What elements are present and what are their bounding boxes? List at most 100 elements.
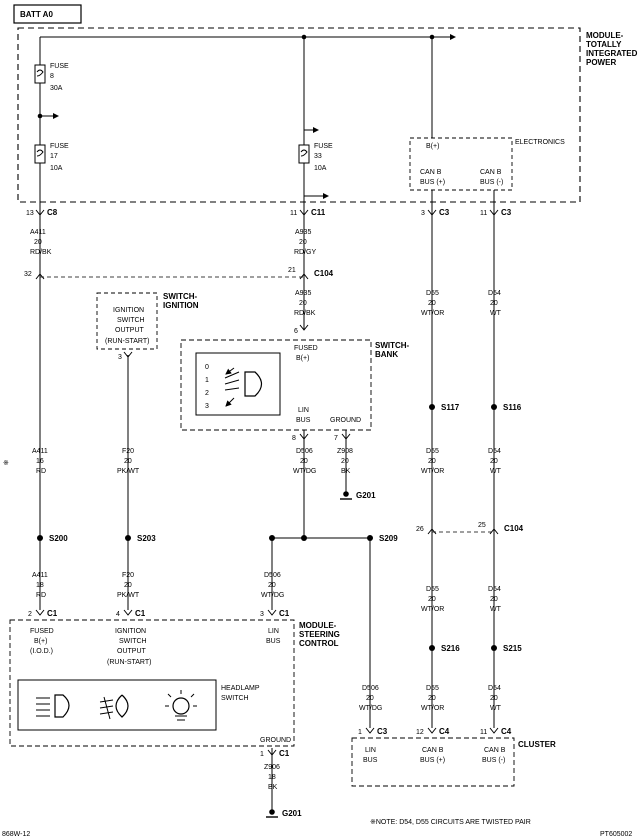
svg-text:BUS (+): BUS (+) bbox=[420, 179, 445, 186]
svg-text:20: 20 bbox=[490, 695, 498, 702]
svg-text:D55: D55 bbox=[426, 685, 439, 692]
svg-text:RD: RD bbox=[36, 592, 46, 599]
svg-text:20: 20 bbox=[490, 596, 498, 603]
svg-text:F20: F20 bbox=[122, 572, 134, 579]
splice-s200: S200 bbox=[37, 534, 68, 543]
svg-text:C4: C4 bbox=[501, 727, 512, 736]
splice-s203: S203 bbox=[125, 534, 156, 543]
svg-text:SWITCH: SWITCH bbox=[117, 317, 145, 324]
cluster-module: CLUSTER LIN BUS CAN B BUS (+) CAN B BUS … bbox=[351, 737, 556, 787]
svg-text:WT: WT bbox=[490, 606, 502, 613]
svg-text:C1: C1 bbox=[279, 609, 290, 618]
ground-g201-lower: G201 bbox=[266, 809, 302, 818]
svg-text:STEERING: STEERING bbox=[299, 630, 340, 639]
svg-text:BK: BK bbox=[341, 468, 351, 475]
svg-text:A411: A411 bbox=[32, 448, 48, 455]
svg-text:WT: WT bbox=[490, 310, 502, 317]
svg-text:20: 20 bbox=[300, 458, 308, 465]
svg-text:B(+): B(+) bbox=[34, 638, 47, 645]
svg-text:ELECTRONICS: ELECTRONICS bbox=[515, 139, 565, 146]
svg-text:20: 20 bbox=[299, 239, 307, 246]
svg-text:BUS (+): BUS (+) bbox=[420, 757, 445, 764]
svg-text:20: 20 bbox=[428, 300, 436, 307]
svg-text:(I.O.D.): (I.O.D.) bbox=[30, 648, 53, 655]
connector-c3-cluster: 1 C3 bbox=[358, 727, 388, 736]
svg-text:20: 20 bbox=[428, 458, 436, 465]
svg-text:WT/OR: WT/OR bbox=[421, 705, 444, 712]
connector-c1-1: 1 C1 bbox=[260, 749, 290, 758]
svg-text:S116: S116 bbox=[503, 403, 522, 412]
svg-text:IGNITION: IGNITION bbox=[163, 301, 199, 310]
svg-text:17: 17 bbox=[50, 153, 58, 160]
svg-text:WT: WT bbox=[490, 468, 502, 475]
svg-text:WT: WT bbox=[490, 705, 502, 712]
switch-bank: 6 SWITCH- BANK FUSED B(+) 0 1 2 3 LIN BU… bbox=[180, 324, 410, 442]
svg-text:BANK: BANK bbox=[375, 350, 398, 359]
ground-g201-upper: G201 bbox=[340, 491, 376, 500]
svg-text:IGNITION: IGNITION bbox=[115, 628, 146, 635]
wire-d506-cluster: D506 20 WT/DG bbox=[359, 685, 382, 712]
svg-text:26: 26 bbox=[416, 526, 424, 533]
wire-a935-top: A935 20 RD/GY bbox=[294, 229, 317, 256]
svg-text:4: 4 bbox=[116, 611, 120, 618]
diagram-code-right: PT605002 bbox=[600, 831, 632, 838]
svg-text:LIN: LIN bbox=[298, 407, 309, 414]
batt-a0-box: BATT A0 bbox=[13, 4, 82, 24]
svg-text:20: 20 bbox=[428, 596, 436, 603]
connector-c1-3: 3 C1 bbox=[260, 609, 290, 618]
fuse-33: FUSE 33 10A bbox=[298, 143, 333, 172]
svg-text:13: 13 bbox=[26, 210, 34, 217]
svg-text:20: 20 bbox=[366, 695, 374, 702]
svg-text:BUS: BUS bbox=[296, 417, 311, 424]
twisted-pair-note: ※NOTE: D54, D55 CIRCUITS ARE TWISTED PAI… bbox=[370, 819, 531, 826]
splice-s117: S117 bbox=[429, 403, 460, 412]
svg-text:20: 20 bbox=[490, 300, 498, 307]
svg-text:D54: D54 bbox=[488, 448, 501, 455]
svg-text:3: 3 bbox=[421, 210, 425, 217]
svg-text:WT/DG: WT/DG bbox=[293, 468, 316, 475]
svg-text:LIN: LIN bbox=[268, 628, 279, 635]
svg-text:MODULE-: MODULE- bbox=[299, 621, 337, 630]
svg-text:CAN B: CAN B bbox=[484, 747, 506, 754]
svg-text:S117: S117 bbox=[441, 403, 460, 412]
bus-junction bbox=[37, 113, 43, 119]
svg-text:20: 20 bbox=[268, 582, 276, 589]
svg-text:D55: D55 bbox=[426, 290, 439, 297]
svg-text:20: 20 bbox=[428, 695, 436, 702]
svg-text:FUSE: FUSE bbox=[314, 143, 333, 150]
svg-text:IGNITION: IGNITION bbox=[113, 307, 144, 314]
svg-text:D54: D54 bbox=[488, 586, 501, 593]
svg-text:HEADLAMP: HEADLAMP bbox=[221, 685, 260, 692]
svg-text:GROUND: GROUND bbox=[260, 737, 291, 744]
tipm-bus bbox=[39, 34, 456, 205]
svg-text:CONTROL: CONTROL bbox=[299, 639, 339, 648]
twisted-pair-mark: ※ bbox=[3, 460, 9, 467]
wire-f20-mid: F20 20 PK/WT bbox=[117, 448, 140, 475]
svg-text:A411: A411 bbox=[32, 572, 48, 579]
svg-text:RD/BK: RD/BK bbox=[294, 310, 316, 317]
bus-junction bbox=[429, 34, 435, 40]
svg-text:D54: D54 bbox=[488, 685, 501, 692]
svg-text:D54: D54 bbox=[488, 290, 501, 297]
svg-text:C8: C8 bbox=[47, 208, 58, 217]
svg-text:C11: C11 bbox=[311, 208, 326, 217]
svg-text:PK/WT: PK/WT bbox=[117, 468, 140, 475]
svg-text:FUSED: FUSED bbox=[294, 345, 318, 352]
wire-a411-mid: A411 16 RD bbox=[32, 448, 48, 475]
svg-text:10A: 10A bbox=[50, 165, 63, 172]
connector-c3-plus: 3 C3 bbox=[421, 208, 450, 217]
svg-text:BUS: BUS bbox=[363, 757, 378, 764]
electronics-block: ELECTRONICS B(+) CAN B BUS (+) CAN B BUS… bbox=[409, 137, 565, 191]
svg-text:BATT A0: BATT A0 bbox=[20, 10, 53, 19]
svg-text:GROUND: GROUND bbox=[330, 417, 361, 424]
svg-text:20: 20 bbox=[490, 458, 498, 465]
svg-text:7: 7 bbox=[334, 435, 338, 442]
c104-upper: 32 21 C104 bbox=[24, 267, 334, 280]
tipm-module: MODULE- TOTALLY INTEGRATED POWER bbox=[17, 27, 638, 203]
svg-text:TOTALLY: TOTALLY bbox=[586, 40, 622, 49]
svg-text:8: 8 bbox=[50, 73, 54, 80]
svg-text:G201: G201 bbox=[282, 809, 302, 818]
svg-text:(RUN-START): (RUN-START) bbox=[107, 659, 151, 666]
svg-text:CAN B: CAN B bbox=[422, 747, 444, 754]
